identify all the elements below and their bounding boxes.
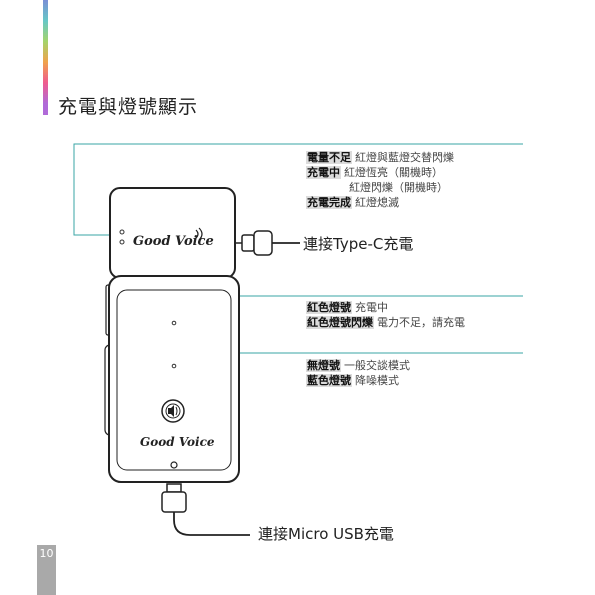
red-solid-desc: 充電中 (355, 301, 388, 314)
red-solid-label: 紅色燈號 (306, 301, 352, 314)
typec-callout: 連接Type-C充電 (303, 235, 414, 253)
blue-on-label: 藍色燈號 (306, 374, 352, 387)
dock-body (109, 187, 236, 279)
micro-usb-plug-icon (161, 483, 250, 536)
red-led (171, 320, 177, 326)
blue-light-legend: 無燈號一般交談模式 藍色燈號降噪模式 (306, 358, 410, 388)
blue-on-desc: 降噪模式 (355, 374, 399, 387)
wifi-logo-icon (195, 227, 203, 241)
color-accent-strip (43, 0, 48, 115)
leader-line-charging (73, 143, 523, 236)
blue-led (171, 363, 177, 369)
charging-desc-2: 紅燈閃爍（開機時） (349, 181, 448, 194)
low-battery-label: 電量不足 (306, 151, 352, 164)
speaker-button-icon (161, 399, 185, 423)
charged-desc: 紅燈熄滅 (355, 196, 399, 209)
low-battery-desc: 紅燈與藍燈交替閃爍 (355, 151, 454, 164)
charged-label: 充電完成 (306, 196, 352, 209)
red-light-legend: 紅色燈號充電中 紅色燈號閃爍電力不足，請充電 (306, 300, 465, 330)
blue-off-label: 無燈號 (306, 359, 341, 372)
charging-desc-1: 紅燈恆亮（關機時） (344, 166, 443, 179)
dock-led-dots (119, 229, 125, 245)
charging-label: 充電中 (306, 166, 341, 179)
main-unit (104, 275, 240, 483)
page-number-tab: 10 (37, 545, 56, 595)
page-number: 10 (39, 547, 54, 560)
micro-usb-callout: 連接Micro USB充電 (258, 525, 394, 543)
unit-face (116, 289, 232, 471)
dock-logo: Good Voice (133, 234, 214, 249)
led-indicators (171, 320, 177, 369)
typec-plug-icon (235, 230, 300, 256)
charging-status-legend: 電量不足紅燈與藍燈交替閃爍 充電中紅燈恆亮（關機時） 紅燈閃爍（開機時） 充電完… (306, 150, 454, 210)
micro-usb-port (170, 461, 178, 469)
charging-dock (109, 187, 236, 279)
red-blink-desc: 電力不足，請充電 (377, 316, 465, 329)
unit-logo: Good Voice (140, 435, 215, 449)
blue-off-desc: 一般交談模式 (344, 359, 410, 372)
page-title: 充電與燈號顯示 (58, 96, 199, 118)
red-blink-label: 紅色燈號閃爍 (306, 316, 374, 329)
